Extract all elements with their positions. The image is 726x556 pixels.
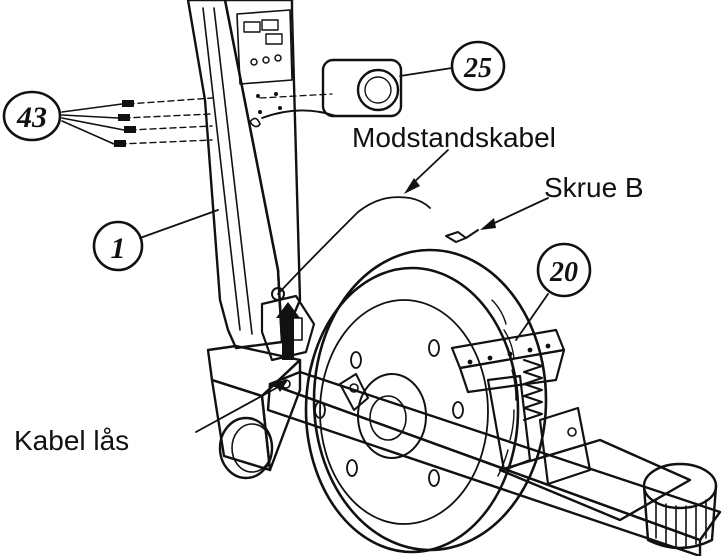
screw-b-label: Skrue B [544,172,644,203]
label-cable-lock: Kabel lås [14,380,288,456]
tension-knob-25 [259,58,403,119]
callout-20-label: 20 [549,257,578,288]
label-screw-b: Skrue B [480,172,644,230]
callout-1: 1 [92,209,219,272]
callout-25: 25 [399,40,506,92]
resistance-cable-label: Modstandskabel [352,122,556,153]
callout-43: 43 [2,90,62,142]
callout-20: 20 [515,242,592,341]
screw-b [445,229,479,243]
cable-lock-bracket [260,294,369,411]
label-resistance-cable: Modstandskabel [352,122,556,194]
callout-43-label: 43 [16,101,47,134]
callout-1-label: 1 [111,232,126,265]
screws-43 [61,97,213,147]
upright-post [186,0,302,350]
cable-lock-label: Kabel lås [14,425,129,456]
resistance-cable [271,196,431,301]
brake-assembly-20 [450,328,592,486]
callout-25-label: 25 [463,53,492,84]
flywheel [304,248,548,554]
foot-knob [642,462,718,550]
frame-base [206,344,722,556]
